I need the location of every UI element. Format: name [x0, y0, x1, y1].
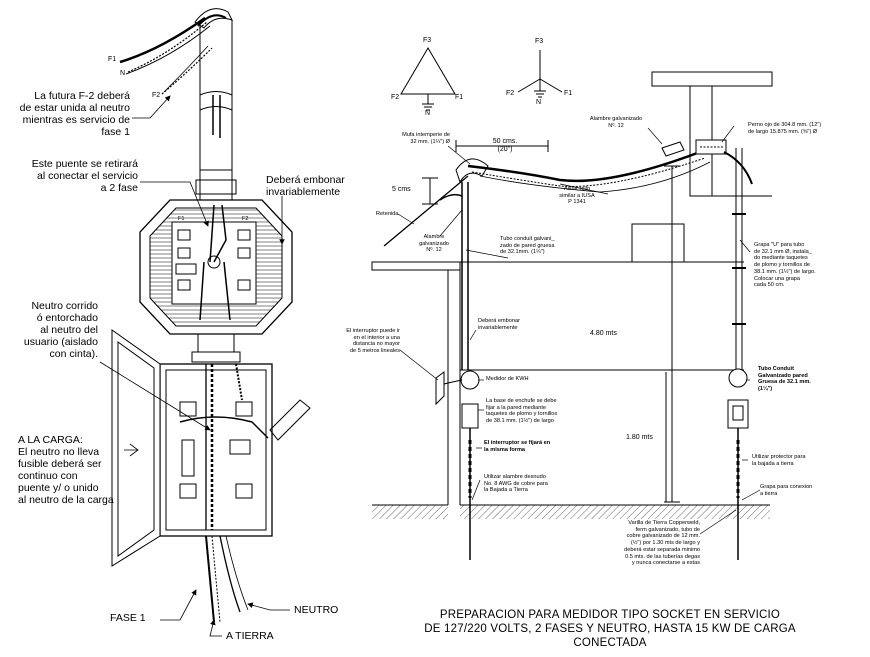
note-galvanized-wire-top: Alambre galvanizado Nº. 12 — [589, 116, 643, 129]
note-neutral-run: Neutro corrido ó entorchado al neutro de… — [23, 300, 98, 361]
note-ground-clamp: Grapa para conexion a tierra — [760, 484, 813, 497]
dim-50cm: 50 cms. (20") — [492, 138, 518, 154]
note-breaker-fix: El interruptor se fijará en la misma for… — [484, 440, 551, 453]
note-conduit: Tubo conduit galvani_ zado de pared grue… — [500, 236, 555, 256]
note-must-bond-right: Deberá embonar invariablemente — [478, 318, 520, 331]
left-mast-assembly — [111, 8, 311, 623]
note-mufa: Mufa intemperie de 32 mm. (1¼") Ø — [402, 132, 450, 145]
a-tierra-label: A TIERRA — [226, 630, 274, 642]
socket-f1-label: F1 — [178, 216, 185, 222]
right-installation — [371, 71, 773, 560]
note-future-f2: La futura F-2 deberá de estar unida al n… — [19, 90, 130, 139]
wye-phase-symbol — [517, 50, 563, 98]
fase1-label: FASE 1 — [110, 612, 146, 624]
delta-f3-label: F3 — [423, 37, 432, 44]
note-socket-base: La base de enchufe se debe fijar a la pa… — [486, 398, 558, 425]
note-bridge-removal: Este puente se retirará al conectar el s… — [31, 158, 138, 195]
socket-f2-label: F2 — [242, 216, 249, 222]
note-u-clamp: Grapa "U" para tubo de 32.1 mm Ø, instal… — [754, 242, 816, 289]
delta-f2-label: F2 — [391, 94, 400, 101]
drawing-title-line2: DE 127/220 VOLTS, 2 FASES Y NEUTRO, HAST… — [424, 623, 796, 635]
left-f1-label: F1 — [108, 56, 117, 63]
delta-ground-label: N — [425, 110, 431, 117]
note-breaker-location: El interruptor puede ir en el interior a… — [346, 328, 400, 355]
wye-n-label: N — [536, 99, 542, 106]
wye-f2-label: F2 — [506, 90, 515, 97]
note-bare-wire: Utilizar alambre desnudo No. 8 AWG de co… — [484, 474, 548, 494]
neutro-label: NEUTRO — [294, 604, 339, 616]
note-must-bond: Deberá embonar invariablemente — [266, 174, 345, 199]
dim-180: 1.80 mts — [626, 434, 653, 441]
note-kwh-meter: Medidor de KWH — [486, 376, 529, 382]
note-retenida: Retenida — [376, 211, 399, 217]
note-galvanized-wire-left: Alambre galvanizado Nº. 12 — [419, 234, 449, 254]
right-leaders — [397, 125, 761, 535]
note-protector: Utilizar protector para la bajada a tier… — [752, 454, 806, 467]
delta-phase-symbol — [400, 47, 456, 111]
wye-f3-label: F3 — [535, 38, 544, 45]
dim-5cm: 5 cms — [392, 186, 411, 193]
delta-f1-label: F1 — [455, 94, 464, 101]
note-conduit-right: Tubo Conduit Galvanizado pared Gruesa de… — [758, 366, 811, 393]
wye-f1-label: F1 — [564, 90, 573, 97]
left-n-label: N — [120, 70, 126, 77]
drawing-title-line3: CONECTADA — [573, 637, 647, 649]
note-insulator: Aislar rollo similar a IUSA P 1341 — [559, 186, 595, 206]
note-eye-bolt: Perno ojo de 304.8 mm. (12") de largo 15… — [748, 122, 822, 135]
dim-480: 4.80 mts — [590, 330, 617, 337]
drawing-title-line1: PREPARACION PARA MEDIDOR TIPO SOCKET EN … — [439, 609, 781, 621]
note-ground-rod: Varilla de Tierra Copperweld, ferm galva… — [624, 520, 700, 567]
left-leaders — [99, 95, 290, 637]
note-to-load: A LA CARGA: El neutro no lleva fusible d… — [18, 434, 114, 507]
left-f2-label: F2 — [152, 92, 161, 99]
